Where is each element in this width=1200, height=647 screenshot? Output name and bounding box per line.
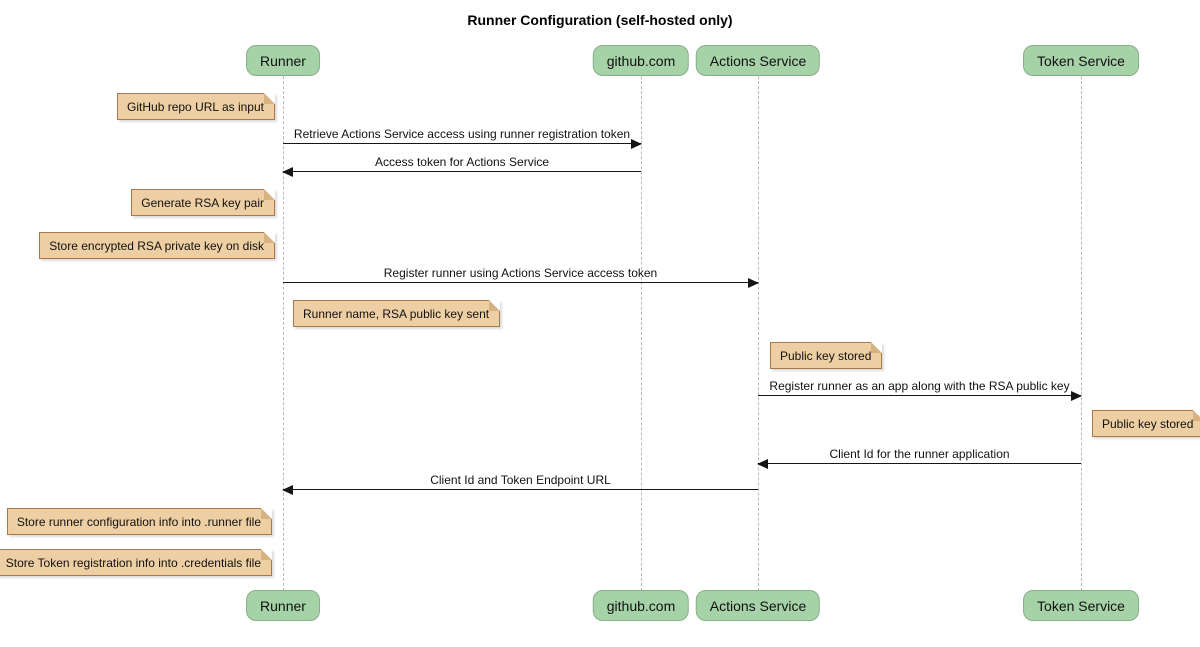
message-line (283, 143, 641, 144)
message-label: Access token for Actions Service (374, 155, 550, 169)
participant-github-bottom: github.com (592, 590, 690, 621)
message-label: Register runner as an app along with the… (769, 379, 1070, 393)
message-line (758, 395, 1081, 396)
message-register-app: Register runner as an app along with the… (758, 379, 1082, 401)
message-line (283, 171, 641, 172)
message-client-id-endpoint: Client Id and Token Endpoint URL (282, 473, 758, 495)
participant-actions-service-top: Actions Service (695, 45, 821, 76)
message-line (758, 463, 1081, 464)
note-store-credentials-file: Store Token registration info into .cred… (0, 549, 273, 576)
note-store-private-key: Store encrypted RSA private key on disk (39, 232, 275, 259)
participant-runner-bottom: Runner (246, 590, 320, 621)
arrowhead-right-icon (1071, 391, 1082, 401)
participant-github-top: github.com (592, 45, 690, 76)
diagram-title: Runner Configuration (self-hosted only) (467, 12, 733, 28)
message-label: Client Id and Token Endpoint URL (430, 473, 611, 487)
arrowhead-left-icon (757, 459, 768, 469)
lifeline-token-service (1081, 76, 1082, 591)
note-public-key-stored-actions: Public key stored (770, 342, 883, 369)
participant-token-service-bottom: Token Service (1023, 590, 1139, 621)
note-generate-rsa: Generate RSA key pair (131, 189, 275, 216)
message-line (283, 282, 758, 283)
participant-actions-service-bottom: Actions Service (695, 590, 821, 621)
message-line (283, 489, 758, 490)
note-repo-url: GitHub repo URL as input (117, 93, 275, 120)
participant-token-service-top: Token Service (1023, 45, 1139, 76)
message-client-id: Client Id for the runner application (757, 447, 1081, 469)
arrowhead-right-icon (748, 278, 759, 288)
arrowhead-left-icon (282, 485, 293, 495)
note-public-key-stored-token: Public key stored (1092, 410, 1200, 437)
arrowhead-right-icon (631, 139, 642, 149)
message-label: Retrieve Actions Service access using ru… (293, 127, 631, 141)
lifeline-runner (283, 76, 284, 591)
message-register-runner: Register runner using Actions Service ac… (283, 266, 759, 288)
message-label: Register runner using Actions Service ac… (383, 266, 658, 280)
participant-runner-top: Runner (246, 45, 320, 76)
note-store-runner-file: Store runner configuration info into .ru… (6, 508, 273, 535)
note-runner-name-sent: Runner name, RSA public key sent (293, 300, 501, 327)
arrowhead-left-icon (282, 167, 293, 177)
lifeline-github (641, 76, 642, 591)
lifeline-actions-service (758, 76, 759, 591)
message-access-token: Access token for Actions Service (282, 155, 641, 177)
message-retrieve-access: Retrieve Actions Service access using ru… (283, 127, 642, 149)
message-label: Client Id for the runner application (829, 447, 1010, 461)
